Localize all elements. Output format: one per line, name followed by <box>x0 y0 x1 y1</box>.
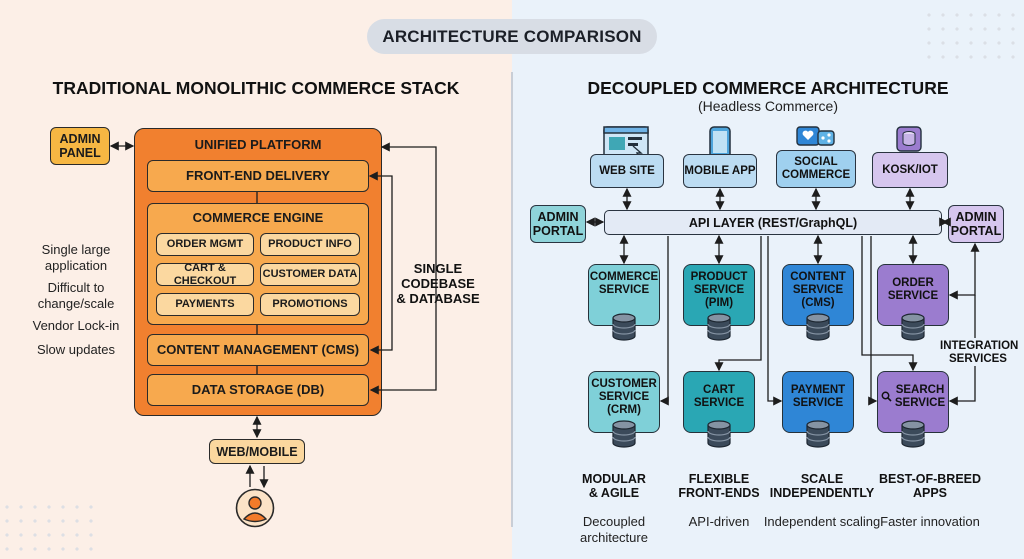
monolithic-heading: TRADITIONAL MONOLITHIC COMMERCE STACK <box>52 78 460 98</box>
module-product-info: PRODUCT INFO <box>260 233 360 256</box>
benefit-note-innovation: Faster innovation <box>880 514 980 529</box>
front-kiosk-iot: KOSK/IOT <box>872 152 948 188</box>
benefit-note-scaling: Independent scaling <box>763 514 881 529</box>
module-payments: PAYMENTS <box>156 293 254 316</box>
benefit-scale: SCALE INDEPENDENTLY <box>769 472 875 501</box>
decoupled-subheading: (Headless Commerce) <box>697 98 839 114</box>
commerce-service-label: COMMERCE SERVICE <box>589 271 659 296</box>
admin-portal-right: ADMIN PORTAL <box>948 205 1004 243</box>
front-website: WEB SITE <box>590 154 664 188</box>
user-avatar-icon <box>235 488 275 528</box>
product-service-label: PRODUCT SERVICE (PIM) <box>690 271 748 309</box>
module-promotions: PROMOTIONS <box>260 293 360 316</box>
dot-pattern <box>922 8 1022 68</box>
kiosk-icon <box>896 126 922 152</box>
benefit-best-of-breed: BEST-OF-BREED APPS <box>878 472 982 501</box>
benefit-modular: MODULAR & AGILE <box>582 472 646 501</box>
benefit-note-api: API-driven <box>688 514 750 529</box>
front-end-delivery-box: FRONT-END DELIVERY <box>147 160 369 192</box>
payment-service-label: PAYMENT SERVICE <box>790 384 846 409</box>
cart-service-label: CART SERVICE <box>693 384 745 409</box>
decoupled-heading: DECOUPLED COMMERCE ARCHITECTURE <box>587 78 949 98</box>
social-icon <box>796 126 835 146</box>
benefit-flexible: FLEXIBLE FRONT-ENDS <box>678 472 760 501</box>
search-service-header: SEARCH SERVICE <box>881 384 945 410</box>
page-title: ARCHITECTURE COMPARISON <box>367 19 657 54</box>
note-difficult-change: Difficult to change/scale <box>37 280 115 311</box>
front-social-commerce: SOCIAL COMMERCE <box>776 150 856 188</box>
note-slow-updates: Slow updates <box>36 342 116 357</box>
single-codebase-label: SINGLE CODEBASE & DATABASE <box>396 261 480 306</box>
search-service-label: SEARCH SERVICE <box>894 384 946 409</box>
data-storage-box: DATA STORAGE (DB) <box>147 374 369 406</box>
admin-portal-left: ADMIN PORTAL <box>530 205 586 243</box>
customer-service: CUSTOMER SERVICE (CRM) <box>588 371 660 433</box>
benefit-note-decoupled: Decoupled architecture <box>580 514 648 545</box>
dot-pattern <box>0 500 100 559</box>
note-vendor-lockin: Vendor Lock-in <box>32 318 120 333</box>
module-customer-data: CUSTOMER DATA <box>260 263 360 286</box>
panel-divider <box>511 72 513 527</box>
content-service: CONTENT SERVICE (CMS) <box>782 264 854 326</box>
integration-services-label: INTEGRATION SERVICES <box>940 340 1019 366</box>
search-icon <box>881 391 892 402</box>
cms-box: CONTENT MANAGEMENT (CMS) <box>147 334 369 366</box>
web-mobile-box: WEB/MOBILE <box>209 439 305 464</box>
admin-panel-box: ADMIN PANEL <box>50 127 110 165</box>
module-cart-checkout: CART & CHECKOUT <box>156 262 254 287</box>
content-service-label: CONTENT SERVICE (CMS) <box>790 271 846 309</box>
commerce-service: COMMERCE SERVICE <box>588 264 660 326</box>
front-mobile-app: MOBILE APP <box>683 154 757 188</box>
module-order-mgmt: ORDER MGMT <box>156 233 254 256</box>
order-service-label: ORDER SERVICE <box>887 277 939 302</box>
product-service: PRODUCT SERVICE (PIM) <box>683 264 755 326</box>
note-single-app: Single large application <box>41 242 111 273</box>
api-layer-box: API LAYER (REST/GraphQL) <box>604 210 942 235</box>
customer-service-label: CUSTOMER SERVICE (CRM) <box>591 378 657 416</box>
